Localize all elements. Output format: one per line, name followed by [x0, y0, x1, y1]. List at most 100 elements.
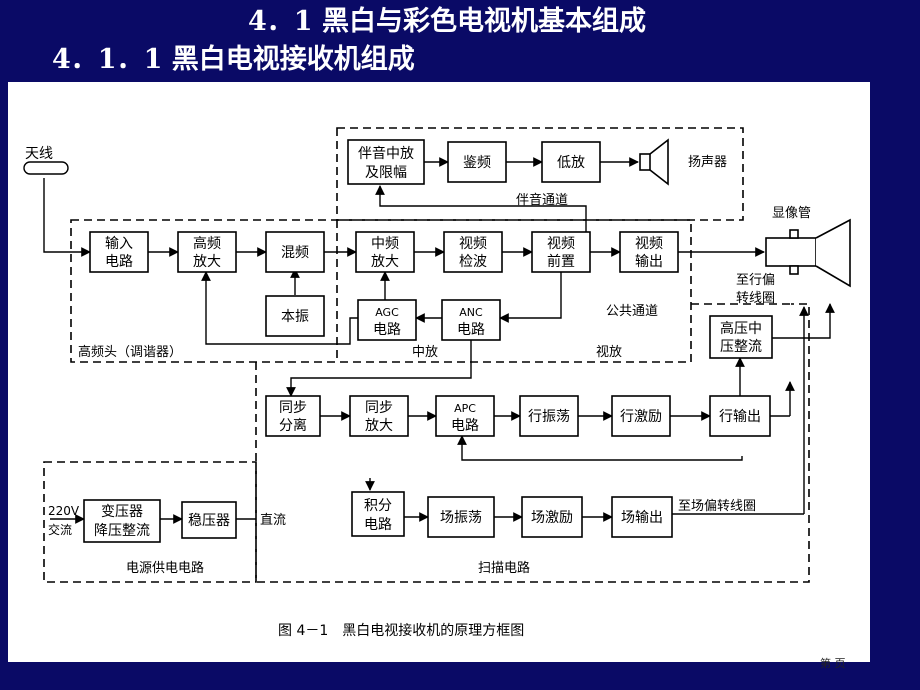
hv-rectifier-label-2: 压整流: [720, 339, 762, 355]
audio-amp-block: [541, 141, 601, 183]
v-driver-label: 场激励: [531, 509, 573, 526]
sound-channel-label: 伴音通道: [516, 192, 568, 208]
antenna-label: 天线: [25, 146, 53, 162]
v-driver-block: [521, 496, 583, 538]
rf-amp-label-1: 高频: [193, 235, 221, 252]
sound-channel-frame: [336, 127, 744, 221]
h-output-block: [709, 395, 771, 437]
scan-circuit-label: 扫描电路: [478, 560, 530, 576]
crt-label: 显像管: [772, 206, 811, 221]
tuner-frame: [70, 219, 692, 363]
tuner-label: 高频头（调谐器）: [78, 344, 182, 360]
wire-agc-rf: [201, 271, 358, 345]
crt-icon: [765, 218, 851, 288]
if-section-label: 中放: [412, 345, 438, 360]
rf-amp-block: [177, 231, 237, 273]
sync-separator-block: [265, 395, 321, 437]
wire-anc-sync: [286, 338, 472, 397]
v-osc-label: 场振荡: [440, 510, 482, 526]
common-channel-label: 公共通道: [606, 304, 658, 319]
wire-preamp-anc: [499, 269, 562, 323]
transformer-label-1: 变压器: [101, 504, 143, 520]
wire-to-sound-if: [375, 185, 587, 252]
video-output-label-1: 视频: [635, 236, 663, 252]
apc-block: [435, 395, 495, 437]
transformer-block: [83, 499, 161, 543]
input-circuit-block: [89, 231, 149, 273]
to-v-yoke-label: 至场偏转线圈: [678, 499, 756, 514]
video-detector-block: [443, 231, 503, 273]
discriminator-label: 鉴频: [463, 155, 491, 171]
sound-if-block: [347, 139, 425, 185]
ac-input-label-2: 交流: [48, 522, 72, 537]
scan-circuit-frame: [255, 303, 810, 583]
slide-title: 4．1 黑白与彩色电视机基本组成: [248, 6, 646, 37]
agc-label-1: AGC: [375, 306, 399, 319]
video-output-label-2: 输出: [635, 254, 663, 270]
apc-label-2: 电路: [451, 418, 479, 434]
integrator-label-2: 电路: [364, 517, 392, 533]
power-supply-label: 电源供电电路: [126, 560, 204, 576]
hv-rectifier-label-1: 高压中: [720, 320, 762, 337]
anc-label-1: ANC: [459, 306, 483, 319]
anc-block: [441, 299, 501, 341]
anc-label-2: 电路: [457, 322, 485, 338]
h-output-label: 行输出: [719, 409, 761, 425]
sound-if-label-1: 伴音中放: [358, 145, 414, 162]
local-osc-label: 本振: [281, 309, 309, 325]
video-preamp-label-2: 前置: [547, 253, 575, 270]
slide-subtitle: 4．1．1 黑白电视接收机组成: [52, 44, 415, 75]
sync-amp-label-1: 同步: [365, 400, 393, 416]
input-circuit-label-2: 电路: [105, 254, 133, 270]
regulator-block: [181, 501, 237, 539]
h-osc-label: 行振荡: [528, 409, 570, 425]
diagram-panel: 天线: [8, 82, 870, 662]
dc-label: 直流: [260, 513, 286, 528]
v-output-label: 场输出: [621, 510, 663, 526]
speaker-label: 扬声器: [688, 155, 727, 170]
rf-amp-label-2: 放大: [193, 254, 221, 270]
video-output-block: [619, 231, 679, 273]
video-detector-label-1: 视频: [459, 236, 487, 252]
to-h-yoke-label-2: 转线圈: [736, 291, 775, 306]
antenna-wire: [43, 178, 91, 257]
figure-caption: 图 4－1 黑白电视接收机的原理方框图: [278, 622, 524, 639]
mixer-label: 混频: [281, 245, 309, 261]
video-preamp-label-1: 视频: [547, 236, 575, 252]
apc-label-1: APC: [454, 402, 476, 415]
audio-amp-label: 低放: [557, 155, 585, 171]
transformer-label-2: 降压整流: [94, 523, 150, 539]
sync-separator-label-1: 同步: [279, 400, 307, 416]
sync-amp-label-2: 放大: [365, 418, 393, 434]
to-h-yoke-label-1: 至行偏: [736, 273, 775, 288]
v-osc-block: [427, 496, 495, 538]
video-section-label: 视放: [596, 345, 622, 360]
h-driver-label: 行激励: [620, 408, 662, 425]
sound-if-label-2: 及限幅: [365, 165, 407, 181]
page-number: 第 页: [820, 657, 846, 670]
v-output-block: [611, 496, 673, 538]
if-amp-block: [355, 231, 415, 273]
integrator-block: [351, 491, 405, 537]
block-diagram: 天线: [23, 127, 851, 639]
video-detector-label-2: 检波: [459, 254, 487, 270]
antenna-icon: [23, 161, 69, 175]
local-osc-block: [265, 295, 325, 337]
ac-input-label-1: 220V: [48, 504, 80, 518]
regulator-label: 稳压器: [188, 513, 230, 529]
power-supply-frame: [43, 461, 257, 583]
input-circuit-label-1: 输入: [105, 236, 133, 252]
h-osc-block: [519, 395, 579, 437]
hv-rectifier-block: [709, 315, 773, 359]
agc-label-2: 电路: [373, 322, 401, 338]
sync-separator-label-2: 分离: [279, 417, 307, 434]
sync-amp-block: [349, 395, 409, 437]
discriminator-block: [447, 141, 507, 183]
if-amp-label-2: 放大: [371, 254, 399, 270]
wire-hv-crt: [769, 303, 835, 339]
speaker-icon: [639, 138, 669, 186]
h-driver-block: [611, 395, 671, 437]
wire-hout-apc: [457, 435, 743, 461]
mixer-block: [265, 231, 325, 273]
agc-block: [357, 299, 417, 341]
